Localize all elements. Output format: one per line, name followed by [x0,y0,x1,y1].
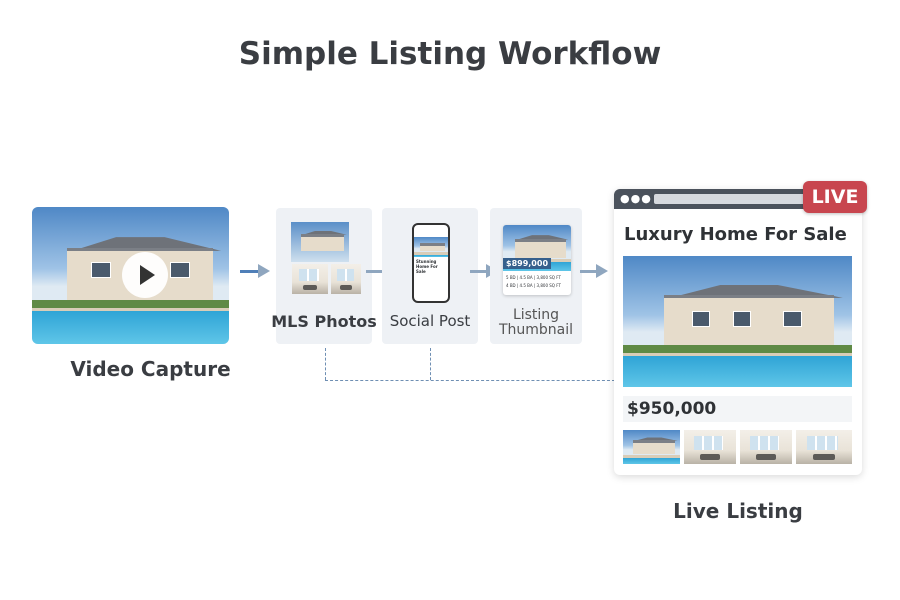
play-icon [140,265,155,285]
page-title: Simple Listing Workflow [238,36,662,72]
live-listing-window[interactable]: ●●● Luxury Home For Sale $950,000 [614,189,862,475]
mls-photos-card[interactable]: MLS Photos [271,208,377,344]
post-title: Stunning Home For Sale [416,259,438,274]
gallery-thumbnail[interactable] [623,430,680,464]
live-badge: LIVE [803,181,867,213]
address-bar[interactable] [654,194,814,204]
phone-mockup: Stunning Home For Sale [412,223,450,303]
thumbnail-specs: 4 BD | 4.5 BA | 3,800 SQ FT [506,283,561,288]
thumbnail-price: $899,000 [503,258,552,269]
gallery-thumbnail[interactable] [684,430,736,464]
dashed-connector [325,380,615,381]
social-post-card[interactable]: Stunning Home For Sale Social Post [382,208,478,344]
listing-price: $950,000 [623,396,852,422]
social-post-label: Social Post [389,312,471,330]
browser-bar: ●●● [614,189,862,209]
arrow-icon [240,264,270,278]
listing-main-photo[interactable] [623,256,852,387]
gallery-thumbnail[interactable] [796,430,852,464]
listing-thumbnail-card[interactable]: $899,000 5 BD | 4.5 BA | 3,800 SQ FT 4 B… [490,208,582,344]
thumbnail-specs: 5 BD | 4.5 BA | 3,800 SQ FT [506,275,561,280]
video-thumbnail[interactable] [32,207,229,344]
video-capture-label: Video Capture [70,357,231,381]
play-button[interactable] [122,252,168,298]
dashed-connector [430,348,431,380]
mls-photos-label: MLS Photos [271,312,377,331]
live-listing-label: Live Listing [673,499,803,523]
dashed-connector [325,348,326,380]
arrow-icon [470,264,498,278]
listing-heading: Luxury Home For Sale [624,224,847,245]
gallery-thumbnail[interactable] [740,430,792,464]
arrow-icon [580,264,608,278]
listing-thumbnail-label: Listing Thumbnail [498,307,574,338]
window-dots-icon: ●●● [620,192,652,205]
